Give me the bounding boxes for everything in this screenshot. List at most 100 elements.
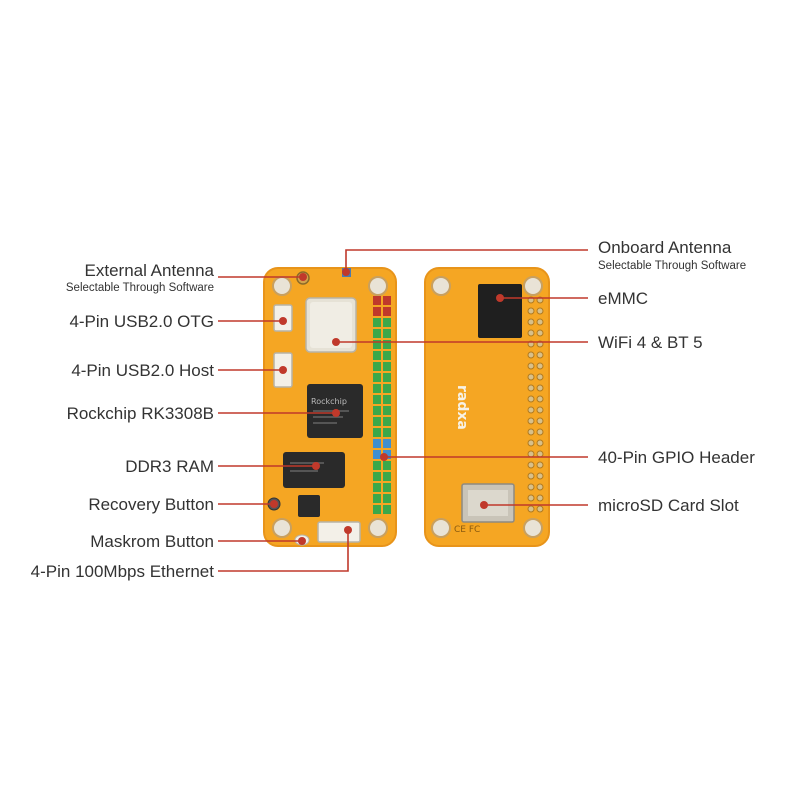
gpio-hole — [536, 483, 544, 491]
gpio-hole — [527, 406, 535, 414]
gpio-pin — [373, 494, 381, 503]
label-gpio-header: 40-Pin GPIO Header — [598, 448, 755, 467]
gpio-pin — [373, 384, 381, 393]
gpio-hole — [536, 318, 544, 326]
gpio-pin — [373, 483, 381, 492]
leader-dot — [480, 501, 488, 509]
leader-dot — [270, 500, 278, 508]
leader-onboard-antenna — [345, 249, 588, 272]
front-board: Rockchip — [263, 267, 397, 547]
gpio-hole — [527, 461, 535, 469]
gpio-pin — [383, 307, 391, 316]
gpio-pin — [383, 384, 391, 393]
gpio-hole — [527, 318, 535, 326]
gpio-pin — [373, 406, 381, 415]
ram-chip-marking — [290, 462, 324, 464]
leader-dot — [332, 338, 340, 346]
gpio-pin — [383, 340, 391, 349]
gpio-hole — [527, 307, 535, 315]
gpio-hole — [536, 439, 544, 447]
gpio-pin — [383, 472, 391, 481]
label-soc: Rockchip RK3308B — [66, 404, 214, 423]
ethernet-connector — [317, 521, 361, 543]
gpio-hole — [536, 373, 544, 381]
leader-dots — [270, 268, 504, 545]
gpio-hole — [527, 373, 535, 381]
label-recovery-button: Recovery Button — [88, 495, 214, 514]
gpio-pin — [383, 461, 391, 470]
label-ram: DDR3 RAM — [125, 457, 214, 476]
gpio-pin — [383, 373, 391, 382]
label-microsd: microSD Card Slot — [598, 496, 739, 515]
gpio-hole — [536, 384, 544, 392]
gpio-hole — [536, 406, 544, 414]
gpio-pin — [373, 428, 381, 437]
gpio-hole — [527, 417, 535, 425]
leader-dot — [312, 462, 320, 470]
label-maskrom-button: Maskrom Button — [90, 532, 214, 551]
label-external-antenna: External Antenna — [84, 261, 214, 280]
leader-dot — [279, 317, 287, 325]
gpio-hole — [527, 329, 535, 337]
gpio-hole — [527, 483, 535, 491]
brand-silkscreen: radxa — [454, 385, 470, 430]
leader-dot — [344, 526, 352, 534]
label-onboard-antenna-sub: Selectable Through Software — [598, 260, 747, 272]
gpio-pin — [373, 439, 381, 448]
leader-dot — [342, 268, 350, 276]
gpio-hole — [527, 505, 535, 513]
gpio-pin — [373, 505, 381, 514]
gpio-pin — [383, 505, 391, 514]
front-gpio-header — [373, 296, 391, 514]
small-ic — [298, 495, 320, 517]
leader-dot — [299, 273, 307, 281]
mounting-hole — [523, 518, 543, 538]
leader-dot — [298, 537, 306, 545]
gpio-hole — [536, 494, 544, 502]
gpio-hole — [527, 384, 535, 392]
mounting-hole — [368, 276, 388, 296]
mounting-hole — [272, 518, 292, 538]
gpio-hole — [536, 362, 544, 370]
back-gpio-holes — [527, 296, 544, 513]
label-emmc: eMMC — [598, 289, 649, 308]
label-onboard-antenna: Onboard Antenna — [598, 238, 732, 257]
gpio-hole — [527, 351, 535, 359]
gpio-pin — [373, 461, 381, 470]
gpio-pin — [373, 472, 381, 481]
label-wifi: WiFi 4 & BT 5 — [598, 333, 703, 352]
gpio-hole — [536, 417, 544, 425]
gpio-pin — [383, 351, 391, 360]
leader-dot — [279, 366, 287, 374]
gpio-pin — [373, 340, 381, 349]
mounting-hole — [523, 276, 543, 296]
label-ethernet: 4-Pin 100Mbps Ethernet — [30, 562, 214, 581]
gpio-hole — [536, 395, 544, 403]
soc-chip-marking — [313, 422, 337, 424]
gpio-pin — [383, 362, 391, 371]
mounting-hole — [272, 276, 292, 296]
leader-dot — [496, 294, 504, 302]
leader-lines — [218, 249, 588, 572]
gpio-hole — [536, 472, 544, 480]
gpio-hole — [527, 395, 535, 403]
gpio-pin — [373, 362, 381, 371]
gpio-pin — [383, 494, 391, 503]
gpio-pin — [373, 395, 381, 404]
back-board: radxa CE FC — [424, 267, 550, 547]
gpio-hole — [527, 439, 535, 447]
leader-ethernet — [218, 530, 349, 572]
gpio-pin — [383, 395, 391, 404]
gpio-hole — [527, 494, 535, 502]
gpio-pin — [373, 329, 381, 338]
mounting-hole — [368, 518, 388, 538]
gpio-hole — [536, 428, 544, 436]
gpio-pin — [373, 351, 381, 360]
gpio-pin — [373, 450, 381, 459]
gpio-hole — [536, 450, 544, 458]
gpio-pin — [383, 318, 391, 327]
soc-chip-marking — [313, 410, 349, 412]
gpio-hole — [536, 505, 544, 513]
